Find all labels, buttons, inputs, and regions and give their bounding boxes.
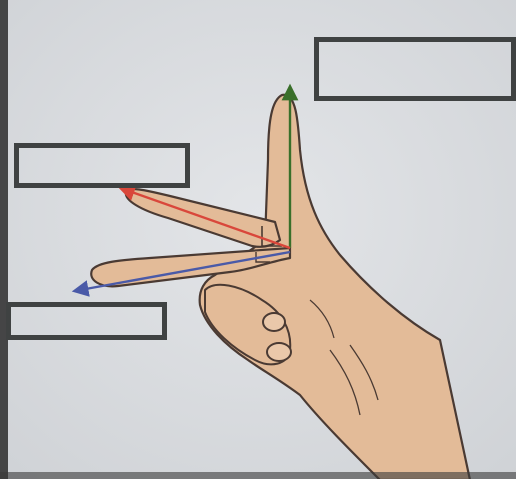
label-box-top-right (314, 37, 516, 101)
hand-palm (198, 93, 471, 479)
hand-middle-finger (90, 246, 292, 288)
fingernail-upper (262, 312, 286, 332)
bottom-shadow-band (0, 472, 516, 479)
vector-left-lower-arrow (71, 250, 291, 297)
label-box-left-lower (6, 302, 167, 340)
fingernail-lower (266, 342, 292, 362)
palm-crease (309, 299, 335, 339)
vector-left-upper-arrow (118, 184, 291, 250)
right-angle-marker (261, 226, 282, 247)
palm-crease (349, 344, 379, 401)
label-box-left-middle (14, 143, 190, 188)
right-angle-marker (255, 252, 270, 263)
palm-crease (329, 349, 361, 416)
paper-edge-left (0, 0, 8, 479)
